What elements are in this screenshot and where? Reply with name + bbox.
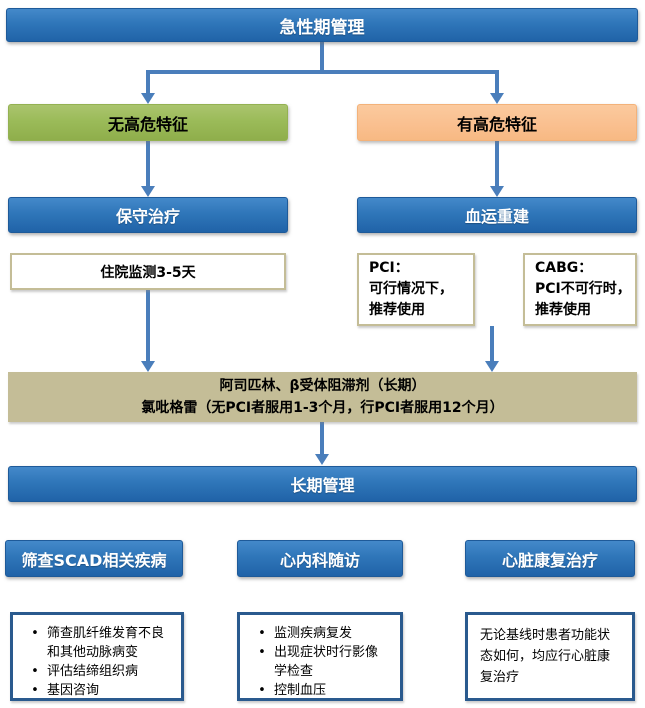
connector-line bbox=[146, 290, 150, 362]
node-line: PCI： bbox=[369, 260, 409, 276]
connector-line bbox=[320, 42, 324, 72]
connector-line bbox=[320, 422, 324, 455]
connector-line bbox=[146, 141, 150, 187]
bullet-list: • 监测疾病复发 • 出现症状时行影像学检查 • 控制血压 bbox=[240, 615, 400, 706]
node-cabg: CABG： PCI不可行时， 推荐使用 bbox=[523, 253, 637, 326]
bullet-icon: • bbox=[258, 626, 266, 641]
node-line: 推荐使用 bbox=[535, 302, 591, 318]
arrow-down-icon bbox=[485, 361, 499, 372]
node-medication: 阿司匹林、β受体阻滞剂（长期） 氯吡格雷（无PCI者服用1-3个月，行PCI者服… bbox=[8, 372, 637, 422]
node-revascularization: 血运重建 bbox=[357, 197, 637, 233]
node-long-term-management: 长期管理 bbox=[8, 466, 637, 502]
bullet-icon: • bbox=[31, 626, 39, 641]
list-item: • 基因咨询 bbox=[23, 681, 175, 700]
connector-line bbox=[495, 70, 499, 94]
node-line: PCI不可行时， bbox=[535, 281, 631, 297]
node-label: 筛查SCAD相关疾病 bbox=[21, 550, 167, 570]
node-label: 无高危特征 bbox=[107, 114, 188, 134]
node-pci: PCI： 可行情况下， 推荐使用 bbox=[357, 253, 475, 326]
connector-line bbox=[146, 70, 150, 94]
bullet-icon: • bbox=[258, 683, 266, 698]
list-item: • 评估结缔组织病 bbox=[23, 662, 175, 681]
list-item-text: 出现症状时行影像学检查 bbox=[274, 645, 379, 679]
node-line: 可行情况下， bbox=[369, 281, 453, 297]
bullet-icon: • bbox=[31, 683, 39, 698]
node-line: 阿司匹林、β受体阻滞剂（长期） bbox=[219, 378, 426, 394]
node-label: 心脏康复治疗 bbox=[501, 550, 598, 570]
arrow-down-icon bbox=[141, 361, 155, 372]
node-label: 心内科随访 bbox=[279, 550, 360, 570]
connector-line bbox=[146, 70, 499, 74]
list-item-text: 筛查肌纤维发育不良和其他动脉病变 bbox=[47, 626, 165, 660]
node-high-risk-features: 有高危特征 bbox=[357, 104, 637, 141]
arrow-down-icon bbox=[490, 93, 504, 104]
arrow-down-icon bbox=[490, 186, 504, 197]
list-item: • 监测疾病复发 bbox=[250, 624, 394, 643]
bullet-icon: • bbox=[258, 645, 266, 660]
node-no-high-risk-features: 无高危特征 bbox=[8, 104, 288, 141]
node-screen-scad-related-disease: 筛查SCAD相关疾病 bbox=[5, 540, 183, 577]
list-item-text: 评估结缔组织病 bbox=[47, 664, 139, 679]
connector-line bbox=[490, 326, 494, 362]
list-item-text: 监测疾病复发 bbox=[274, 626, 353, 641]
node-conservative-treatment: 保守治疗 bbox=[8, 197, 288, 233]
list-item: • 出现症状时行影像学检查 bbox=[250, 643, 394, 681]
arrow-down-icon bbox=[315, 454, 329, 465]
bullet-icon: • bbox=[31, 664, 39, 679]
node-cardiac-rehabilitation: 心脏康复治疗 bbox=[465, 540, 635, 577]
list-item: • 控制血压 bbox=[250, 681, 394, 700]
node-label: 急性期管理 bbox=[279, 17, 365, 38]
list-item-text: 基因咨询 bbox=[47, 683, 100, 698]
node-label: 长期管理 bbox=[290, 476, 355, 495]
node-label: 血运重建 bbox=[464, 207, 529, 226]
detail-box-follow-up: • 监测疾病复发 • 出现症状时行影像学检查 • 控制血压 bbox=[237, 612, 403, 701]
node-cardiology-follow-up: 心内科随访 bbox=[237, 540, 403, 577]
bullet-list: • 筛查肌纤维发育不良和其他动脉病变 • 评估结缔组织病 • 基因咨询 bbox=[13, 615, 181, 706]
detail-text: 无论基线时患者功能状态如何，均应行心脏康复治疗 bbox=[480, 628, 611, 685]
node-line: CABG： bbox=[535, 260, 593, 276]
connector-line bbox=[495, 141, 499, 187]
arrow-down-icon bbox=[141, 93, 155, 104]
arrow-down-icon bbox=[141, 186, 155, 197]
node-line: 推荐使用 bbox=[369, 302, 425, 318]
node-hospital-monitoring: 住院监测3-5天 bbox=[10, 253, 286, 290]
detail-box-rehabilitation: 无论基线时患者功能状态如何，均应行心脏康复治疗 bbox=[465, 612, 635, 701]
detail-box-scad-screening: • 筛查肌纤维发育不良和其他动脉病变 • 评估结缔组织病 • 基因咨询 bbox=[10, 612, 184, 701]
node-line: 氯吡格雷（无PCI者服用1-3个月，行PCI者服用12个月） bbox=[141, 400, 504, 416]
node-label: 住院监测3-5天 bbox=[100, 264, 196, 281]
list-item-text: 控制血压 bbox=[274, 683, 327, 698]
node-label: 保守治疗 bbox=[115, 207, 180, 226]
list-item: • 筛查肌纤维发育不良和其他动脉病变 bbox=[23, 624, 175, 662]
node-label: 有高危特征 bbox=[456, 114, 537, 134]
node-acute-phase-management: 急性期管理 bbox=[6, 8, 638, 42]
